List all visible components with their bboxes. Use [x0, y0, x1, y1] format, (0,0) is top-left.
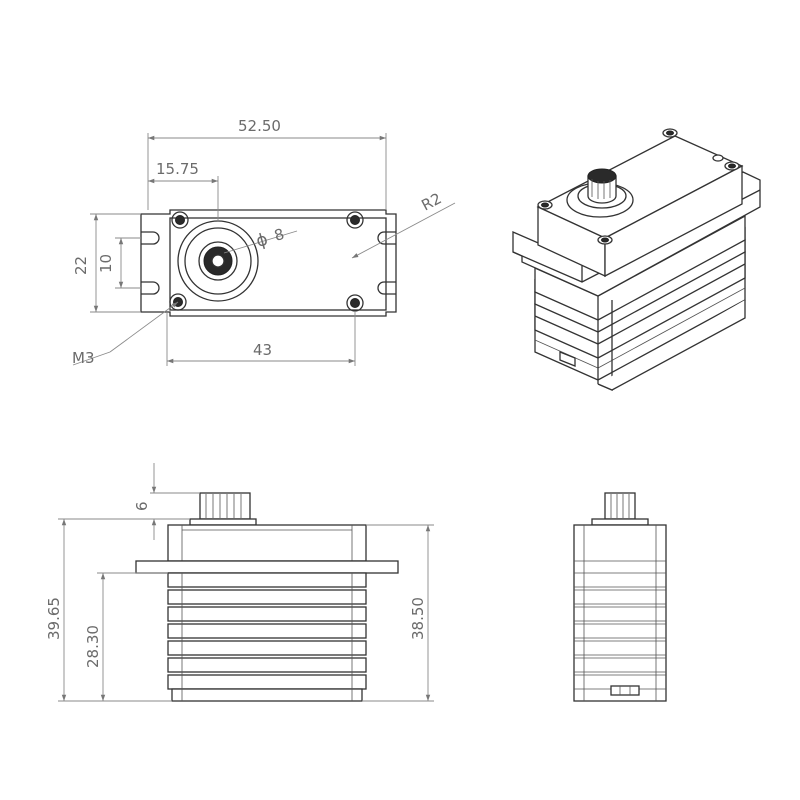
dim-spline-height: 6: [133, 501, 151, 511]
dim-height-outer: 22: [72, 256, 90, 275]
dim-body-height: 38.50: [409, 597, 427, 640]
front-top-cover: [167, 524, 367, 562]
dim-shaft-offset: 15.75: [156, 160, 199, 178]
top-right-slot-lower: [377, 281, 396, 295]
diameter-symbol: ϕ: [254, 229, 270, 251]
dim-total-height: 39.65: [45, 597, 63, 640]
front-fins: [167, 572, 367, 702]
top-left-slot-upper: [141, 231, 160, 245]
top-view: 52.50 15.75 43 22 10 R2 ϕ 8 M3: [72, 117, 456, 367]
side-spline-icon: [591, 492, 649, 526]
top-flange-outline: [140, 209, 397, 317]
dim-overall-width: 52.50: [238, 117, 281, 135]
iso-fins: [534, 214, 746, 391]
isometric-view: [512, 128, 761, 391]
side-view: [573, 492, 667, 702]
dim-below-flange: 28.30: [84, 625, 102, 668]
thread-label: M3: [72, 349, 95, 367]
dim-hole-spacing: 43: [253, 341, 272, 359]
top-right-slot-upper: [377, 231, 396, 245]
side-fins: [574, 586, 666, 690]
dim-height-inner: 10: [97, 254, 115, 273]
front-flange: [135, 560, 399, 574]
side-connector: [610, 685, 640, 696]
output-shaft-icon: [177, 220, 259, 302]
iso-output-shaft-icon: [566, 168, 634, 218]
front-view: 6 39.65 28.30 38.50: [45, 463, 434, 702]
dim-shaft-diameter: 8: [272, 225, 286, 245]
top-body-outline: [169, 217, 387, 311]
top-left-slot-lower: [141, 281, 160, 295]
front-spline-icon: [189, 492, 257, 526]
iso-screw-icon: [537, 128, 740, 245]
